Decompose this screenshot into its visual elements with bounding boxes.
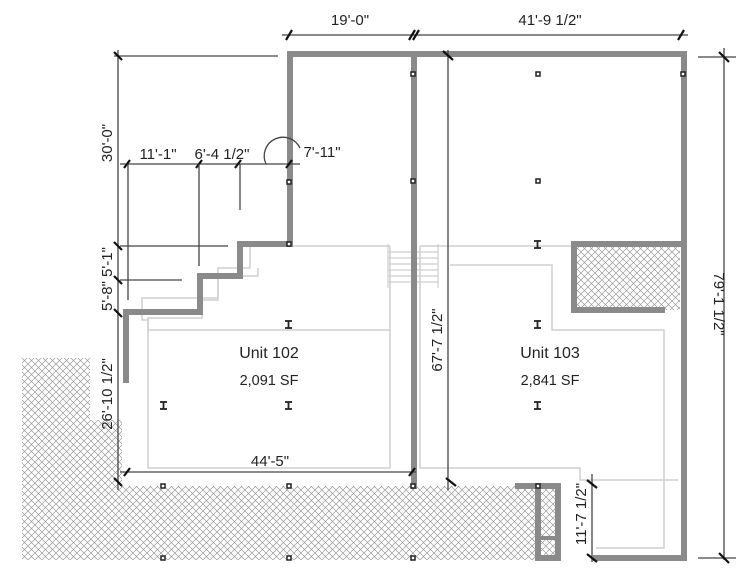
unit-103-label: Unit 103 2,841 SF bbox=[520, 345, 580, 389]
dim-left-lower-height: 26'-10 1/2" bbox=[99, 358, 116, 430]
dim-left-step-1: 5'-1" bbox=[99, 247, 116, 277]
building-walls bbox=[123, 51, 687, 561]
i-beam-markers bbox=[160, 240, 541, 410]
dimension-labels: 19'-0" 41'-9 1/2" 30'-0" 11'-1" 6'-4 1/2… bbox=[99, 12, 727, 545]
dim-step-a: 11'-1" bbox=[139, 146, 176, 163]
columns bbox=[160, 71, 686, 561]
dim-left-upper-height: 30'-0" bbox=[99, 124, 116, 162]
ibeam-icon bbox=[285, 401, 292, 410]
ibeam-icon bbox=[534, 401, 541, 410]
hatched-room bbox=[574, 244, 680, 310]
dim-middle-height: 67'-7 1/2" bbox=[429, 308, 446, 371]
unit-102-label: Unit 102 2,091 SF bbox=[239, 345, 299, 389]
dimension-lines bbox=[113, 29, 736, 564]
unit-102-area: 2,091 SF bbox=[240, 373, 299, 389]
unit-102-name: Unit 102 bbox=[239, 345, 299, 362]
dim-step-c: 7'-11" bbox=[303, 144, 340, 161]
ibeam-icon bbox=[160, 401, 167, 410]
dim-left-step-2: 5'-8" bbox=[99, 281, 116, 311]
dim-top-right-width: 41'-9 1/2" bbox=[518, 12, 581, 29]
ibeam-icon bbox=[285, 320, 292, 329]
dim-step-b: 6'-4 1/2" bbox=[195, 146, 250, 163]
dim-top-left-width: 19'-0" bbox=[331, 12, 369, 29]
ibeam-icon bbox=[534, 320, 541, 329]
dim-unit102-width: 44'-5" bbox=[251, 453, 289, 470]
ibeam-icon bbox=[534, 240, 541, 249]
unit-103-area: 2,841 SF bbox=[521, 373, 580, 389]
dim-right-total-height: 79'-1 1/2" bbox=[710, 272, 727, 335]
dim-bottom-right-height: 11'-7 1/2" bbox=[573, 483, 590, 545]
unit-103-name: Unit 103 bbox=[520, 345, 580, 362]
